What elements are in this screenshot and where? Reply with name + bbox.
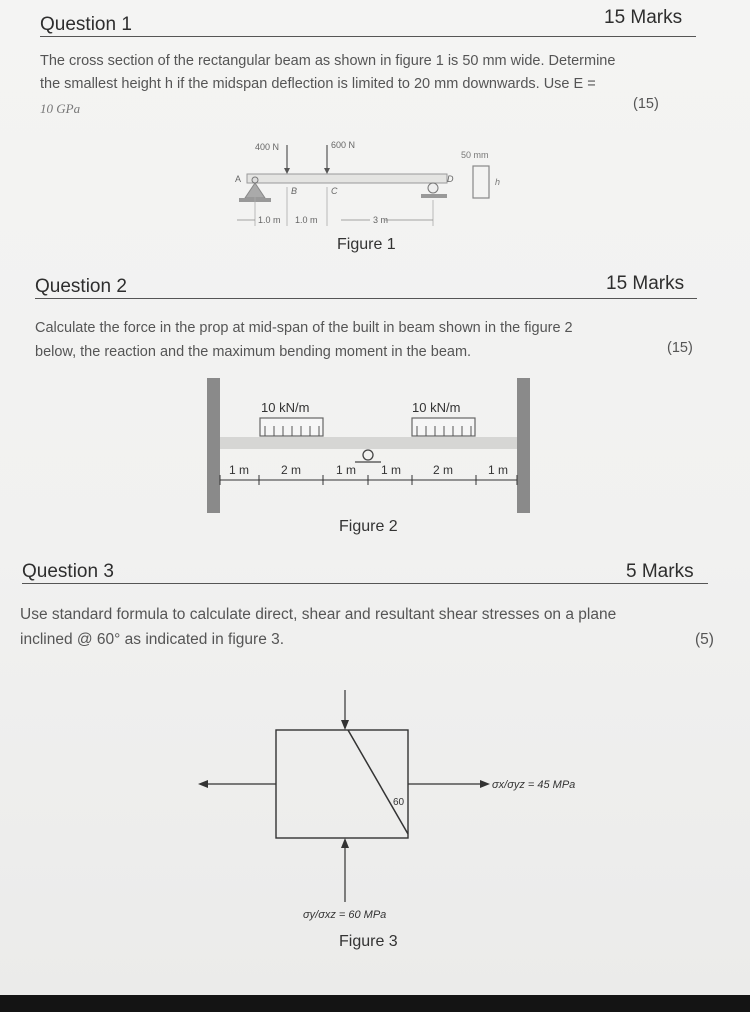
q1-text-line1: The cross section of the rectangular bea… [40, 53, 616, 69]
figure-3: 60 σx/σyz = 45 MPa σy/σxz = 60 MPa [198, 690, 575, 921]
stress-element [275, 729, 409, 839]
q3-text-line1: Use standard formula to calculate direct… [20, 606, 617, 623]
inclined-plane [347, 729, 409, 835]
dim-1: 1 m [229, 463, 249, 477]
q3-points: (5) [695, 631, 714, 648]
q1-points: (15) [633, 96, 659, 112]
stress-x-label: σx/σyz = 45 MPa [492, 779, 575, 791]
point-b-label: B [291, 186, 297, 196]
q1-marks: 15 Marks [604, 7, 683, 28]
arrow-bottom [341, 838, 349, 848]
span2-label: 1.0 m [295, 215, 318, 225]
bottom-dark-edge [0, 995, 750, 1012]
roller-support-d [427, 182, 439, 194]
beam-2 [220, 437, 517, 449]
section-height-label: h [495, 177, 500, 187]
span1-label: 1.0 m [258, 215, 281, 225]
q2-heading: Question 2 [35, 276, 697, 299]
arrow-top [341, 720, 349, 730]
q3-heading: Question 3 [22, 561, 708, 584]
q2-marks: 15 Marks [606, 273, 685, 294]
left-wall [207, 378, 220, 513]
figure-2: 10 kN/m 10 kN/m 1 m 2 m 1 m 1 m 2 m 1 m [207, 378, 530, 513]
cross-section [472, 165, 490, 199]
load-600-label: 600 N [331, 140, 355, 150]
point-d-label: D [447, 174, 454, 184]
point-a-label: A [235, 174, 241, 184]
angle-label: 60 [393, 797, 405, 808]
q1-text-line2: the smallest height h if the midspan def… [40, 76, 596, 92]
q2-text-line1: Calculate the force in the prop at mid-s… [35, 320, 573, 336]
figure-2-caption: Figure 2 [339, 518, 398, 535]
dim-5: 2 m [433, 463, 453, 477]
beam-1 [246, 173, 448, 184]
prop-support [362, 449, 374, 461]
load-400-label: 400 N [255, 142, 279, 152]
dim-4: 1 m [381, 463, 401, 477]
section-width-label: 50 mm [461, 150, 489, 160]
figure-1-caption: Figure 1 [337, 236, 396, 253]
q1-text-line3: 10 GPa [40, 101, 81, 116]
q1-title: Question 1 [40, 14, 132, 35]
q3-marks: 5 Marks [626, 561, 694, 582]
dim-6: 1 m [488, 463, 508, 477]
q2-text-line2: below, the reaction and the maximum bend… [35, 344, 472, 360]
dim-3: 1 m [336, 463, 356, 477]
udl-left-label: 10 kN/m [261, 400, 309, 415]
point-c-label: C [331, 186, 338, 196]
stress-y-label: σy/σxz = 60 MPa [303, 909, 386, 921]
span3-label: 3 m [373, 215, 388, 225]
arrow-left [198, 780, 208, 788]
q3-title: Question 3 [22, 561, 114, 582]
figure-1: 400 N 600 N A B C D 1.0 m 1.0 m 3 m 50 m… [235, 140, 500, 226]
right-wall [517, 378, 530, 513]
q3-text-line2: inclined @ 60° as indicated in figure 3. [20, 631, 285, 648]
q2-title: Question 2 [35, 276, 127, 297]
figure-3-caption: Figure 3 [339, 933, 398, 950]
udl-right-label: 10 kN/m [412, 400, 460, 415]
q1-heading: Question 1 [40, 14, 696, 37]
dim-2: 2 m [281, 463, 301, 477]
q2-points: (15) [667, 340, 693, 356]
arrow-right [480, 780, 490, 788]
